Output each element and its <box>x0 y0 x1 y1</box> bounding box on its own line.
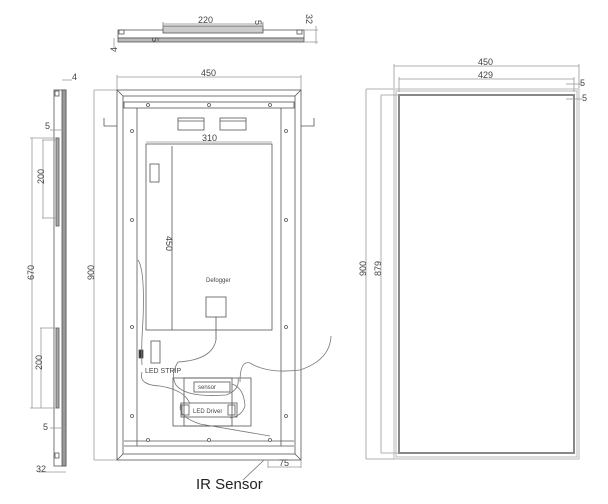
side-view-dim-200-lower: 200 <box>34 355 44 370</box>
side-view-dim-5-bottom: 5 <box>43 422 48 432</box>
ir-sensor-label: IR Sensor <box>196 476 263 493</box>
rear-view-dim-width: 450 <box>201 68 216 78</box>
top-view-dim-32: 32 <box>304 14 314 24</box>
top-view <box>113 22 318 48</box>
front-view-dim-inner-width: 429 <box>478 70 493 80</box>
defogger-dim-width: 310 <box>202 133 217 143</box>
defogger-dim-height: 450 <box>164 236 174 251</box>
side-view-dim-32: 32 <box>36 464 46 474</box>
front-view-dim-outer-width: 450 <box>478 57 493 67</box>
side-view <box>30 79 72 473</box>
front-view <box>365 64 582 460</box>
side-view-dim-5-top: 5 <box>45 121 50 131</box>
top-view-dim-4: 4 <box>109 47 119 52</box>
front-view-dim-border-top: 5 <box>580 78 585 88</box>
top-view-dim-5: 5 <box>253 20 263 25</box>
front-view-dim-border-inner: 5 <box>582 93 587 103</box>
side-view-dim-4: 4 <box>72 72 77 82</box>
front-view-dim-outer-height: 900 <box>358 261 368 276</box>
led-strip-label: LED STRIP <box>145 368 182 375</box>
led-driver-label: LED Driver <box>193 409 222 415</box>
sensor-offset-dim: 75 <box>279 458 289 468</box>
rear-view <box>93 75 332 481</box>
top-view-dim-220: 220 <box>198 15 213 25</box>
rear-view-dim-height: 900 <box>86 265 96 280</box>
sensor-label: sensor <box>198 385 216 391</box>
top-view-dim-5b: 5 <box>150 37 160 42</box>
side-view-dim-200-upper: 200 <box>36 169 46 184</box>
defogger-label: Defogger <box>206 278 231 284</box>
side-view-dim-670: 670 <box>26 265 36 280</box>
front-view-dim-inner-height: 879 <box>373 261 383 276</box>
